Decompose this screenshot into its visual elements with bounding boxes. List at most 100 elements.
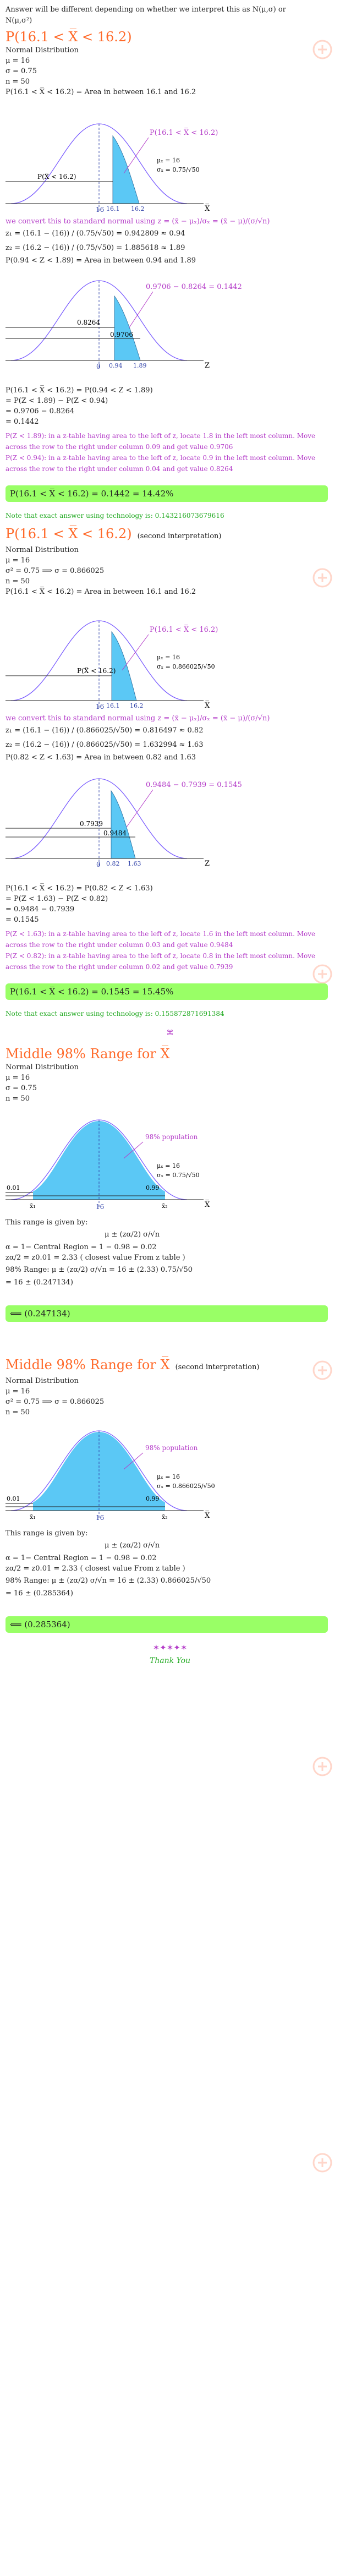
graph-title: P(16.1 < X̅ < 16.2) [150, 128, 218, 137]
pointer-line [123, 137, 149, 174]
watermark-icon [311, 1359, 333, 1381]
center-label: 0 [96, 861, 101, 868]
v1-label: 0.8264 [77, 319, 100, 326]
section-divider: ⌘ [166, 1029, 174, 1037]
watermark-icon [311, 1755, 333, 1778]
tech-note: Note that exact answer using technology … [6, 1010, 224, 1018]
section-3: Middle 98% Range for X̅ Normal Distribut… [6, 1046, 314, 1104]
calc-line: = 0.1545 [6, 916, 39, 924]
info-line: P(16.1 < X̅ < 16.2) = Area in between 16… [6, 88, 196, 96]
info-line: n = 50 [6, 1408, 30, 1416]
info-line: σ² = 0.75 ⟹ σ = 0.866025 [6, 1398, 105, 1406]
graph-title: P(16.1 < X̅ < 16.2) [150, 625, 218, 634]
distribution-graph: P(X̅ < 16.2) P(16.1 < X̅ < 16.2) μₓ = 16… [6, 123, 218, 214]
pointer-line [123, 1141, 144, 1159]
calc-block: P(16.1 < X̅ < 16.2) = P(0.82 < Z < 1.63)… [6, 883, 330, 972]
answer-box: P(16.1 < X̅ < 16.2) = 0.1545 = 15.45% [6, 983, 328, 1000]
z-table-note: P(Z < 1.89): in a z-table having area to… [6, 432, 316, 451]
calc-line: = P(Z < 1.63) − P(Z < 0.82) [6, 895, 108, 903]
step-line: = 16 ± (0.285364) [6, 1589, 73, 1598]
v1-label: 0.7939 [80, 820, 103, 828]
z2-formula: z₂ = (16.2 − (16)) / (0.866025/√50) = 1.… [6, 741, 204, 749]
graph-title: 0.9484 − 0.7939 = 0.1545 [146, 781, 242, 789]
mu-label: μₓ = 16 [157, 1162, 180, 1169]
left-label: 0.82 [106, 860, 120, 867]
z1-formula: z₁ = (16.1 − (16)) / (0.75/√50) = 0.9428… [6, 229, 185, 238]
info-line: σ = 0.75 [6, 1084, 37, 1092]
info-line: Normal Distribution [6, 1377, 79, 1385]
step-line: α = 1− Central Region = 1 − 0.98 = 0.02 [6, 1554, 157, 1562]
range-calc: This range is given by: μ ± (zα/2) σ/√n … [6, 1528, 314, 1599]
conversion-block: we convert this to standard normal using… [6, 713, 314, 763]
tail-right-label: 0.99 [146, 1495, 160, 1502]
center-label: 16 [96, 1514, 104, 1522]
pointer-line [129, 291, 153, 328]
calc-line: = 0.1442 [6, 418, 39, 426]
info-line: μ = 16 [6, 556, 30, 565]
x1-label: x̄₁ [30, 1202, 36, 1210]
calc-line: = P(Z < 1.89) − P(Z < 0.94) [6, 397, 108, 405]
left-label: 16.1 [106, 702, 120, 709]
range-formula: μ ± (zα/2) σ/√n [105, 1541, 160, 1550]
section-title: P(16.1 < X̅ < 16.2) [6, 29, 132, 45]
thank-you-text: Thank You [149, 1656, 191, 1665]
watermark-icon [311, 963, 333, 985]
mu-label: μₓ = 16 [157, 654, 180, 661]
pointer-line [122, 634, 149, 671]
v2-label: 0.9484 [103, 829, 127, 837]
axis-label: X̅ [205, 1200, 210, 1209]
tail-left-label: 0.01 [7, 1184, 20, 1191]
pointer-line [123, 1452, 144, 1470]
mu-label: μₓ = 16 [157, 1473, 180, 1480]
sigma-label: σₓ = 0.75/√50 [157, 166, 200, 173]
info-line: n = 50 [6, 1095, 30, 1103]
info-line: Normal Distribution [6, 1063, 79, 1071]
title-text: P(16.1 < X̅ < 16.2) [6, 526, 132, 542]
step-line: 98% Range: μ ± (zα/2) σ/√n = 16 ± (2.33)… [6, 1577, 211, 1585]
sigma-label: σₓ = 0.866025/√50 [157, 1483, 215, 1490]
z-line: P(0.82 < Z < 1.63) = Area in between 0.8… [6, 753, 196, 762]
z-table-note: P(Z < 1.63): in a z-table having area to… [6, 930, 316, 949]
step-line: α = 1− Central Region = 1 − 0.98 = 0.02 [6, 1243, 157, 1251]
watermark-icon [311, 567, 333, 589]
watermark-icon [311, 39, 333, 61]
axis-label: Z [205, 860, 210, 868]
info-line: P(16.1 < X̅ < 16.2) = Area in between 16… [6, 588, 196, 596]
answer-box: ⟸ (0.285364) [6, 1616, 328, 1633]
x1-label: x̄₁ [30, 1513, 36, 1521]
tail-right-label: 0.99 [146, 1184, 160, 1191]
given-text: This range is given by: [6, 1529, 88, 1538]
conversion-block: we convert this to standard normal using… [6, 216, 314, 266]
axis-label: X̅ [205, 1511, 210, 1520]
v2-label: 0.9706 [110, 331, 133, 338]
axis-label: X̅ [205, 701, 210, 710]
step-line: zα/2 = z0.01 = 2.33 ( closest value From… [6, 1565, 185, 1573]
range-graph: 0.01 0.99 98% population μₓ = 16 σₓ = 0.… [6, 1119, 210, 1211]
given-text: This range is given by: [6, 1218, 88, 1227]
left-label: 16.1 [106, 205, 120, 212]
convert-text: we convert this to standard normal using… [6, 714, 270, 723]
step-line: 98% Range: μ ± (zα/2) σ/√n = 16 ± (2.33)… [6, 1266, 193, 1274]
subtitle: (second interpretation) [137, 532, 222, 540]
z-graph: 0.7939 0.9484 0.9484 − 0.7939 = 0.1545 0… [6, 778, 242, 868]
center-label: 16 [96, 703, 104, 710]
region-label: P(X̅ < 16.2) [77, 666, 116, 675]
center-label: 16 [96, 206, 104, 214]
info-line: σ = 0.75 [6, 67, 37, 75]
right-label: 16.2 [131, 205, 145, 212]
range-formula: μ ± (zα/2) σ/√n [105, 1230, 160, 1239]
pop-label: 98% population [145, 1133, 198, 1141]
info-line: μ = 16 [6, 1074, 30, 1082]
step-line: = 16 ± (0.247134) [6, 1278, 73, 1287]
sigma-label: σₓ = 0.75/√50 [157, 1172, 200, 1179]
shaded-region [111, 631, 137, 701]
footer-divider: ✶✦✶✦✶ [152, 1643, 188, 1653]
z2-formula: z₂ = (16.2 − (16)) / (0.75/√50) = 1.8856… [6, 244, 185, 252]
intro-text: Answer will be different depending on wh… [6, 6, 286, 25]
shaded-region [111, 790, 136, 859]
title-text: Middle 98% Range for X̅ [6, 1357, 170, 1372]
right-label: 1.89 [133, 362, 147, 369]
pop-label: 98% population [145, 1444, 198, 1452]
calc-line: P(16.1 < X̅ < 16.2) = P(0.82 < Z < 1.63) [6, 884, 153, 893]
calc-line: P(16.1 < X̅ < 16.2) = P(0.94 < Z < 1.89) [6, 386, 153, 395]
